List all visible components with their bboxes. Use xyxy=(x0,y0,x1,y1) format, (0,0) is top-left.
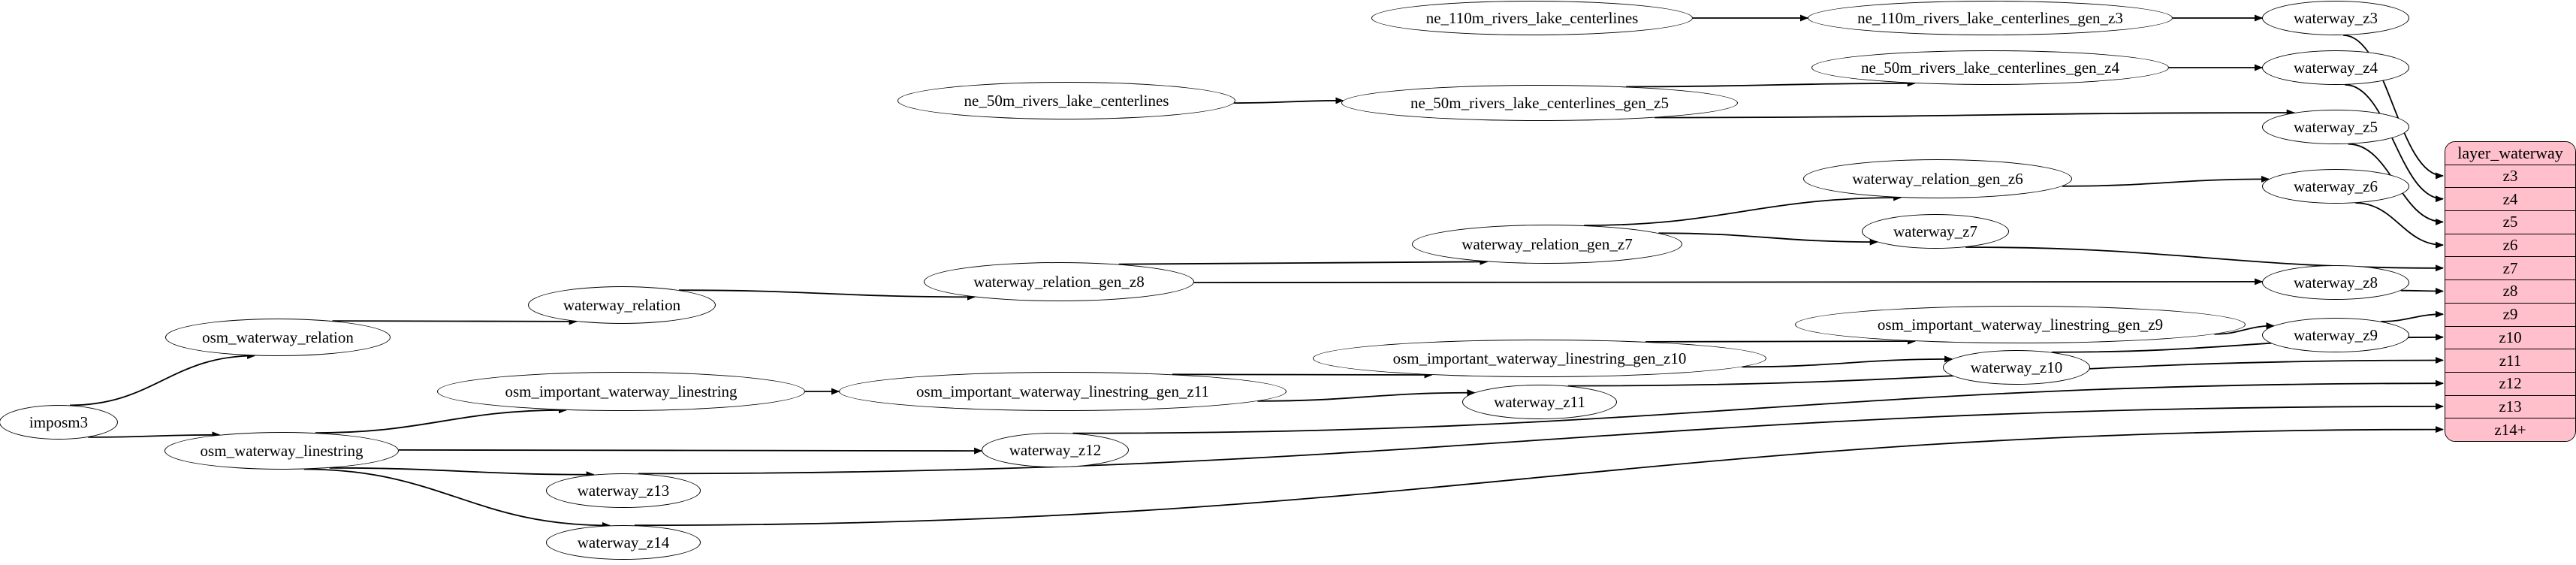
graph-node-ne_110m_rivers_lake_centerlines_gen_z3[interactable]: ne_110m_rivers_lake_centerlines_gen_z3 xyxy=(1808,1,2173,35)
graph-node-label: waterway_z9 xyxy=(2294,325,2378,344)
graph-node-label: imposm3 xyxy=(29,412,89,431)
record-row-z5[interactable]: z5 xyxy=(2445,210,2575,234)
graph-node-osm_waterway_relation[interactable]: osm_waterway_relation xyxy=(165,319,391,356)
graph-node-label: waterway_z14 xyxy=(577,533,670,551)
graph-node-label: waterway_z5 xyxy=(2294,117,2378,136)
graph-node-waterway_z14[interactable]: waterway_z14 xyxy=(546,525,701,560)
graph-node-waterway_relation_gen_z6[interactable]: waterway_relation_gen_z6 xyxy=(1803,159,2072,198)
graph-node-ne_110m_rivers_lake_centerlines[interactable]: ne_110m_rivers_lake_centerlines xyxy=(1371,1,1693,35)
graph-node-label: waterway_z10 xyxy=(1970,358,2063,376)
graph-node-label: ne_50m_rivers_lake_centerlines_gen_z5 xyxy=(1410,93,1670,112)
graph-node-label: ne_50m_rivers_lake_centerlines_gen_z4 xyxy=(1860,58,2120,77)
graph-node-label: osm_waterway_linestring xyxy=(200,441,363,460)
graph-node-label: ne_110m_rivers_lake_centerlines xyxy=(1425,8,1639,27)
graph-node-waterway_z12[interactable]: waterway_z12 xyxy=(982,433,1129,467)
graph-node-osm_waterway_linestring[interactable]: osm_waterway_linestring xyxy=(164,432,399,470)
graph-node-label: osm_waterway_relation xyxy=(202,328,354,346)
record-row-z6[interactable]: z6 xyxy=(2445,233,2575,257)
graph-edge-waterway_z9-to-layer_waterway-z9 xyxy=(2381,310,2444,322)
graph-edge-waterway_z6-to-layer_waterway-z6 xyxy=(2355,202,2444,249)
graph-node-ne_50m_rivers_lake_centerlines[interactable]: ne_50m_rivers_lake_centerlines xyxy=(897,82,1235,119)
graph-edge-osm_waterway_linestring-to-waterway_z13 xyxy=(329,467,595,479)
graph-node-waterway_z11[interactable]: waterway_z11 xyxy=(1462,385,1617,419)
graph-edge-osm_waterway_linestring-to-osm_important_waterway_linestring xyxy=(315,406,567,434)
graph-node-label: waterway_relation_gen_z6 xyxy=(1852,169,2023,188)
graph-node-label: waterway_z12 xyxy=(1009,440,1102,459)
graph-edge-waterway_z8-to-layer_waterway-z8 xyxy=(2400,287,2444,295)
graph-node-waterway_z6[interactable]: waterway_z6 xyxy=(2262,169,2409,204)
graph-node-imposm3[interactable]: imposm3 xyxy=(0,405,118,440)
graph-edge-waterway_relation_gen_z7-to-waterway_relation_gen_z6 xyxy=(1584,194,1902,226)
graph-edge-waterway_z14-to-layer_waterway-z14- xyxy=(634,426,2444,527)
graph-node-label: osm_important_waterway_linestring_gen_z1… xyxy=(1392,349,1687,367)
graph-node-osm_important_waterway_linestring_gen_z11[interactable]: osm_important_waterway_linestring_gen_z1… xyxy=(839,372,1286,411)
graph-edge-waterway_relation-to-waterway_relation_gen_z8 xyxy=(678,289,976,301)
record-row-z4[interactable]: z4 xyxy=(2445,187,2575,211)
graph-node-label: osm_important_waterway_linestring_gen_z1… xyxy=(916,382,1209,400)
graph-node-label: waterway_relation xyxy=(563,295,681,314)
graph-node-waterway_z3[interactable]: waterway_z3 xyxy=(2262,1,2409,35)
graph-edge-ne_50m_rivers_lake_centerlines_gen_z5-to-waterway_z5 xyxy=(1654,109,2295,119)
graph-edge-ne_50m_rivers_lake_centerlines-to-ne_50m_rivers_lake_centerlines_gen_z5 xyxy=(1234,97,1344,104)
graph-edge-imposm3-to-osm_waterway_relation xyxy=(69,352,256,406)
graph-node-label: waterway_relation_gen_z7 xyxy=(1461,234,1633,253)
graph-node-label: ne_50m_rivers_lake_centerlines xyxy=(964,91,1169,110)
graph-node-waterway_z8[interactable]: waterway_z8 xyxy=(2262,265,2409,300)
record-row-z12[interactable]: z12 xyxy=(2445,371,2575,395)
record-row-z14+[interactable]: z14+ xyxy=(2445,418,2575,441)
graph-node-label: waterway_z13 xyxy=(577,481,670,500)
record-row-z9[interactable]: z9 xyxy=(2445,302,2575,326)
record-row-z11[interactable]: z11 xyxy=(2445,349,2575,372)
graph-node-waterway_z5[interactable]: waterway_z5 xyxy=(2262,110,2409,144)
graph-node-osm_important_waterway_linestring_gen_z9[interactable]: osm_important_waterway_linestring_gen_z9 xyxy=(1795,306,2246,343)
record-row-z13[interactable]: z13 xyxy=(2445,394,2575,418)
graph-node-label: waterway_z6 xyxy=(2294,177,2378,195)
graph-edge-osm_important_waterway_linestring_gen_z11-to-waterway_z11 xyxy=(1257,389,1476,402)
graph-edge-ne_50m_rivers_lake_centerlines_gen_z5-to-ne_50m_rivers_lake_centerlines_gen_z4 xyxy=(1626,80,1916,88)
graph-edge-osm_important_waterway_linestring_gen_z10-to-osm_important_waterway_linestring_gen_z9 xyxy=(1645,337,1916,345)
graph-edge-waterway_relation_gen_z8-to-waterway_relation_gen_z7 xyxy=(1118,258,1489,265)
graph-node-waterway_relation_gen_z8[interactable]: waterway_relation_gen_z8 xyxy=(924,262,1194,301)
record-row-z8[interactable]: z8 xyxy=(2445,279,2575,303)
graph-edge-waterway_relation_gen_z7-to-waterway_z7 xyxy=(1658,232,1878,246)
graph-node-label: osm_important_waterway_linestring xyxy=(505,382,738,400)
graph-edge-osm_waterway_linestring-to-waterway_z12 xyxy=(398,447,983,455)
graph-node-ne_50m_rivers_lake_centerlines_gen_z5[interactable]: ne_50m_rivers_lake_centerlines_gen_z5 xyxy=(1341,85,1738,121)
graph-node-label: waterway_z7 xyxy=(1893,222,1977,240)
graph-node-waterway_z4[interactable]: waterway_z4 xyxy=(2262,50,2409,85)
graph-node-waterway_z13[interactable]: waterway_z13 xyxy=(546,473,701,508)
graph-node-waterway_z10[interactable]: waterway_z10 xyxy=(1943,350,2090,385)
graph-node-ne_50m_rivers_lake_centerlines_gen_z4[interactable]: ne_50m_rivers_lake_centerlines_gen_z4 xyxy=(1811,50,2169,85)
graph-node-waterway_z9[interactable]: waterway_z9 xyxy=(2262,318,2409,352)
graph-node-waterway_relation_gen_z7[interactable]: waterway_relation_gen_z7 xyxy=(1412,225,1682,264)
graph-edge-osm_important_waterway_linestring_gen_z10-to-waterway_z10 xyxy=(1742,355,1953,368)
graph-node-waterway_z7[interactable]: waterway_z7 xyxy=(1862,214,2009,249)
graph-node-waterway_relation[interactable]: waterway_relation xyxy=(528,286,716,324)
record-row-z7[interactable]: z7 xyxy=(2445,256,2575,280)
graph-edge-osm_waterway_relation-to-waterway_relation xyxy=(332,318,578,325)
graph-edge-waterway_relation_gen_z6-to-waterway_z6 xyxy=(2062,175,2270,187)
graph-node-osm_important_waterway_linestring_gen_z10[interactable]: osm_important_waterway_linestring_gen_z1… xyxy=(1313,340,1766,377)
graph-node-label: osm_important_waterway_linestring_gen_z9 xyxy=(1877,315,2164,334)
graph-node-label: waterway_z11 xyxy=(1494,392,1585,411)
record-row-z3[interactable]: z3 xyxy=(2445,164,2575,188)
graph-node-label: waterway_z3 xyxy=(2294,8,2378,27)
record-table-header: layer_waterway xyxy=(2445,142,2575,165)
graph-node-osm_important_waterway_linestring[interactable]: osm_important_waterway_linestring xyxy=(437,372,805,411)
graph-node-label: waterway_z4 xyxy=(2294,58,2378,77)
record-row-z10[interactable]: z10 xyxy=(2445,325,2575,349)
graph-node-label: waterway_z8 xyxy=(2294,273,2378,292)
graph-edge-osm_important_waterway_linestring_gen_z11-to-osm_important_waterway_linestring_gen_z10 xyxy=(1172,371,1433,379)
graph-node-label: waterway_relation_gen_z8 xyxy=(973,272,1145,291)
graph-edge-waterway_z7-to-layer_waterway-z7 xyxy=(1965,246,2444,272)
graph-node-label: ne_110m_rivers_lake_centerlines_gen_z3 xyxy=(1857,8,2123,27)
